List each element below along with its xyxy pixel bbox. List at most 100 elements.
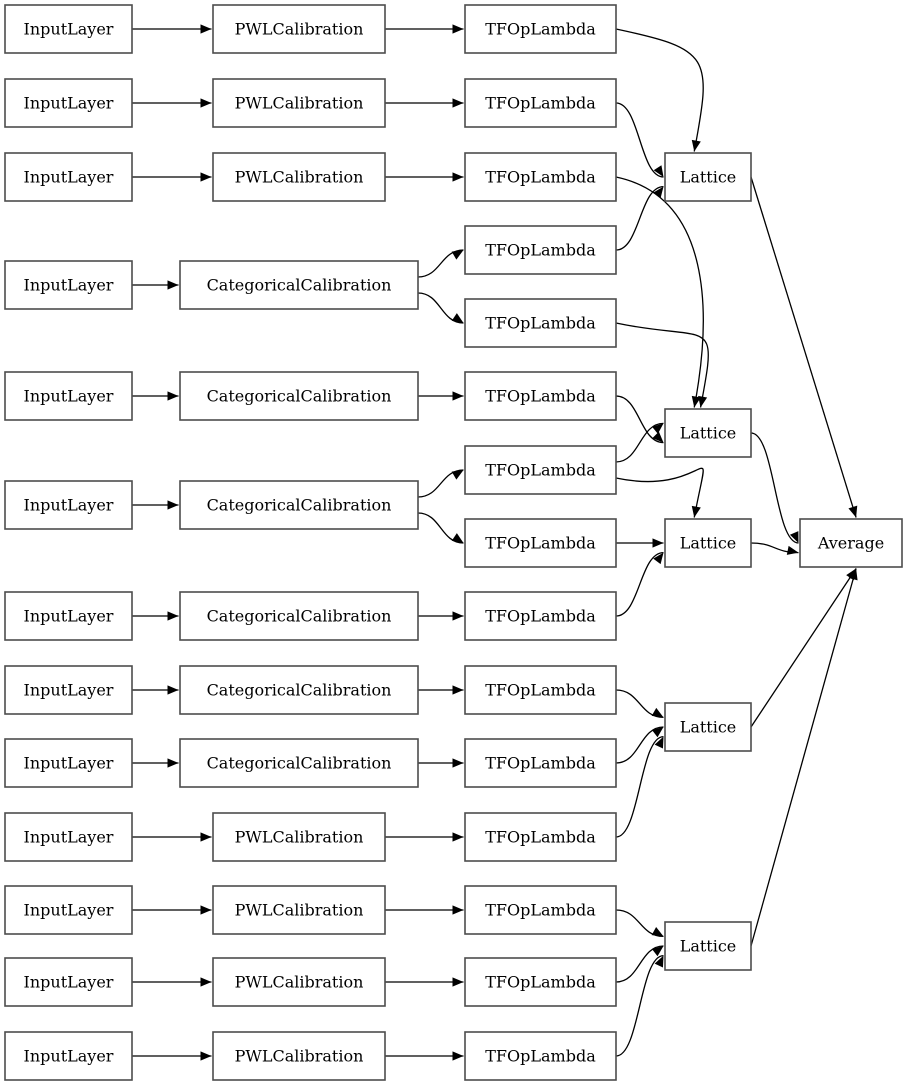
arrow-head-icon <box>167 685 179 695</box>
node-inputlayer-in13[interactable]: InputLayer <box>4 1031 133 1081</box>
node-tfoplambda-op13[interactable]: TFOpLambda <box>464 885 617 935</box>
node-layer: InputLayerInputLayerInputLayerInputLayer… <box>4 4 903 1081</box>
node-categoricalcalibration-cal6[interactable]: CategoricalCalibration <box>179 480 419 530</box>
arrow-head-icon <box>200 1051 212 1061</box>
node-tfoplambda-op4[interactable]: TFOpLambda <box>464 225 617 275</box>
node-lattice-lat3[interactable]: Lattice <box>664 518 752 568</box>
node-label: TFOpLambda <box>485 461 596 480</box>
node-categoricalcalibration-cal4[interactable]: CategoricalCalibration <box>179 260 419 310</box>
node-box <box>179 260 419 310</box>
arrow-head-icon <box>452 758 464 768</box>
edge-line <box>417 512 464 544</box>
node-label: TFOpLambda <box>485 1047 596 1066</box>
node-pwlcalibration-cal11[interactable]: PWLCalibration <box>212 885 386 935</box>
node-inputlayer-in11[interactable]: InputLayer <box>4 885 133 935</box>
node-categoricalcalibration-cal9[interactable]: CategoricalCalibration <box>179 738 419 788</box>
node-tfoplambda-op15[interactable]: TFOpLambda <box>464 1031 617 1081</box>
node-label: InputLayer <box>24 387 114 406</box>
edge-lat3-to-avg <box>750 542 799 555</box>
node-inputlayer-in4[interactable]: InputLayer <box>4 260 133 310</box>
node-tfoplambda-op1[interactable]: TFOpLambda <box>464 4 617 54</box>
node-tfoplambda-op2[interactable]: TFOpLambda <box>464 78 617 128</box>
node-label: TFOpLambda <box>485 973 596 992</box>
node-box <box>464 591 617 641</box>
node-box <box>179 480 419 530</box>
node-label: TFOpLambda <box>485 314 596 333</box>
node-pwlcalibration-cal2[interactable]: PWLCalibration <box>212 78 386 128</box>
edge-in11-to-cal11 <box>132 905 212 915</box>
node-box <box>212 812 386 862</box>
arrow-head-icon <box>848 568 858 581</box>
node-tfoplambda-op9[interactable]: TFOpLambda <box>464 591 617 641</box>
node-tfoplambda-op6[interactable]: TFOpLambda <box>464 371 617 421</box>
node-label: TFOpLambda <box>485 94 596 113</box>
node-tfoplambda-op5[interactable]: TFOpLambda <box>464 298 617 348</box>
arrow-head-icon <box>167 758 179 768</box>
arrow-head-icon <box>200 832 212 842</box>
node-categoricalcalibration-cal8[interactable]: CategoricalCalibration <box>179 665 419 715</box>
node-lattice-lat5[interactable]: Lattice <box>664 921 752 971</box>
node-inputlayer-in8[interactable]: InputLayer <box>4 665 133 715</box>
node-box <box>664 152 752 202</box>
arrow-head-icon <box>691 505 701 518</box>
node-pwlcalibration-cal10[interactable]: PWLCalibration <box>212 812 386 862</box>
node-tfoplambda-op14[interactable]: TFOpLambda <box>464 957 617 1007</box>
node-label: InputLayer <box>24 20 114 39</box>
arrow-head-icon <box>452 905 464 915</box>
arrow-head-icon <box>651 927 664 937</box>
node-categoricalcalibration-cal7[interactable]: CategoricalCalibration <box>179 591 419 641</box>
node-box <box>464 298 617 348</box>
edge-lat4-to-avg <box>750 568 857 728</box>
node-inputlayer-in10[interactable]: InputLayer <box>4 812 133 862</box>
node-inputlayer-in5[interactable]: InputLayer <box>4 371 133 421</box>
edge-op8-to-lat3 <box>616 538 664 548</box>
node-lattice-lat4[interactable]: Lattice <box>664 702 752 752</box>
node-pwlcalibration-cal3[interactable]: PWLCalibration <box>212 152 386 202</box>
arrow-head-icon <box>451 533 464 543</box>
node-pwlcalibration-cal1[interactable]: PWLCalibration <box>212 4 386 54</box>
edge-line <box>417 249 464 278</box>
edge-line <box>750 568 857 947</box>
node-average-avg[interactable]: Average <box>799 518 903 568</box>
node-box <box>464 371 617 421</box>
node-pwlcalibration-cal13[interactable]: PWLCalibration <box>212 1031 386 1081</box>
node-label: InputLayer <box>24 1047 114 1066</box>
edge-cal6-to-op8 <box>417 512 464 544</box>
arrow-head-icon <box>452 24 464 34</box>
node-inputlayer-in2[interactable]: InputLayer <box>4 78 133 128</box>
node-inputlayer-in12[interactable]: InputLayer <box>4 957 133 1007</box>
arrow-head-icon <box>452 98 464 108</box>
node-categoricalcalibration-cal5[interactable]: CategoricalCalibration <box>179 371 419 421</box>
node-inputlayer-in1[interactable]: InputLayer <box>4 4 133 54</box>
node-inputlayer-in7[interactable]: InputLayer <box>4 591 133 641</box>
edge-cal10-to-op12 <box>385 832 464 842</box>
node-label: TFOpLambda <box>485 901 596 920</box>
node-tfoplambda-op8[interactable]: TFOpLambda <box>464 518 617 568</box>
arrow-head-icon <box>848 505 858 518</box>
node-inputlayer-in6[interactable]: InputLayer <box>4 480 133 530</box>
edge-cal4-to-op5 <box>417 292 464 324</box>
arrow-head-icon <box>452 832 464 842</box>
node-label: TFOpLambda <box>485 754 596 773</box>
node-label: Lattice <box>680 534 737 553</box>
node-inputlayer-in3[interactable]: InputLayer <box>4 152 133 202</box>
node-tfoplambda-op7[interactable]: TFOpLambda <box>464 445 617 495</box>
node-label: TFOpLambda <box>485 681 596 700</box>
node-tfoplambda-op11[interactable]: TFOpLambda <box>464 738 617 788</box>
arrow-head-icon <box>167 611 179 621</box>
node-pwlcalibration-cal12[interactable]: PWLCalibration <box>212 957 386 1007</box>
node-lattice-lat2[interactable]: Lattice <box>664 408 752 458</box>
node-tfoplambda-op3[interactable]: TFOpLambda <box>464 152 617 202</box>
arrow-head-icon <box>452 685 464 695</box>
edge-line <box>615 467 704 518</box>
node-tfoplambda-op12[interactable]: TFOpLambda <box>464 812 617 862</box>
edge-line <box>615 726 664 764</box>
node-box <box>464 738 617 788</box>
node-box <box>179 738 419 788</box>
edge-line <box>750 432 799 544</box>
node-tfoplambda-op10[interactable]: TFOpLambda <box>464 665 617 715</box>
edge-cal5-to-op6 <box>418 391 464 401</box>
edge-cal11-to-op13 <box>385 905 464 915</box>
node-inputlayer-in9[interactable]: InputLayer <box>4 738 133 788</box>
node-lattice-lat1[interactable]: Lattice <box>664 152 752 202</box>
